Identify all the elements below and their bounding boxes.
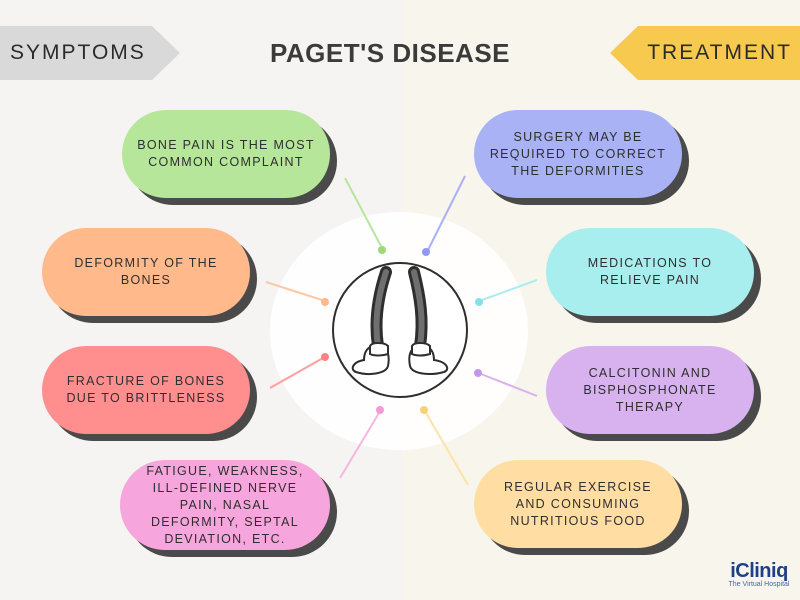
connector-symptom-4 <box>339 412 380 479</box>
symptom-pill-4: FATIGUE, WEAKNESS, ILL-DEFINED NERVE PAI… <box>120 460 330 550</box>
legs-with-boots-icon <box>351 266 449 375</box>
symptom-pill-3: FRACTURE OF BONES DUE TO BRITTLENESS <box>42 346 250 434</box>
connector-dot-treatment-1 <box>422 248 430 256</box>
connector-treatment-2 <box>481 279 538 301</box>
treatment-banner: TREATMENT <box>610 26 800 80</box>
center-circle <box>332 262 468 398</box>
symptom-text-1: BONE PAIN IS THE MOST COMMON COMPLAINT <box>137 138 315 169</box>
page-title: PAGET'S DISEASE <box>269 38 511 68</box>
symptoms-banner: SYMPTOMS <box>0 26 180 80</box>
connector-treatment-3 <box>480 373 538 397</box>
connector-symptom-2 <box>265 281 323 301</box>
treatment-pill-3: CALCITONIN AND BISPHOSPHONATE THERAPY <box>546 346 754 434</box>
connector-treatment-4 <box>425 412 469 486</box>
connector-symptom-3 <box>269 357 324 389</box>
logo-tagline: The Virtual Hospital <box>728 581 790 588</box>
treatment-text-3: CALCITONIN AND BISPHOSPHONATE THERAPY <box>583 365 717 414</box>
connector-dot-symptom-1 <box>378 246 386 254</box>
connector-dot-symptom-2 <box>321 298 329 306</box>
connector-treatment-1 <box>427 175 466 251</box>
symptom-text-2: DEFORMITY OF THE BONES <box>74 256 218 287</box>
symptom-text-3: FRACTURE OF BONES DUE TO BRITTLENESS <box>66 374 226 405</box>
treatment-text-4: REGULAR EXERCISE AND CONSUMING NUTRITIOU… <box>504 479 652 528</box>
connector-dot-treatment-3 <box>474 369 482 377</box>
logo: iCliniq The Virtual Hospital <box>722 560 796 596</box>
connector-dot-treatment-4 <box>420 406 428 414</box>
symptom-text-4: FATIGUE, WEAKNESS, ILL-DEFINED NERVE PAI… <box>146 463 304 546</box>
treatment-text-1: SURGERY MAY BE REQUIRED TO CORRECT THE D… <box>489 129 667 178</box>
connector-dot-symptom-4 <box>376 406 384 414</box>
symptom-pill-2: DEFORMITY OF THE BONES <box>42 228 250 316</box>
treatment-pill-2: MEDICATIONS TO RELIEVE PAIN <box>546 228 754 316</box>
connector-dot-treatment-2 <box>475 298 483 306</box>
treatment-pill-1: SURGERY MAY BE REQUIRED TO CORRECT THE D… <box>474 110 682 198</box>
treatment-text-2: MEDICATIONS TO RELIEVE PAIN <box>587 256 713 287</box>
treatment-pill-4: REGULAR EXERCISE AND CONSUMING NUTRITIOU… <box>474 460 682 548</box>
connector-dot-symptom-3 <box>321 353 329 361</box>
symptom-pill-1: BONE PAIN IS THE MOST COMMON COMPLAINT <box>122 110 330 198</box>
logo-name: iCliniq <box>730 560 788 582</box>
connector-symptom-1 <box>344 177 383 249</box>
